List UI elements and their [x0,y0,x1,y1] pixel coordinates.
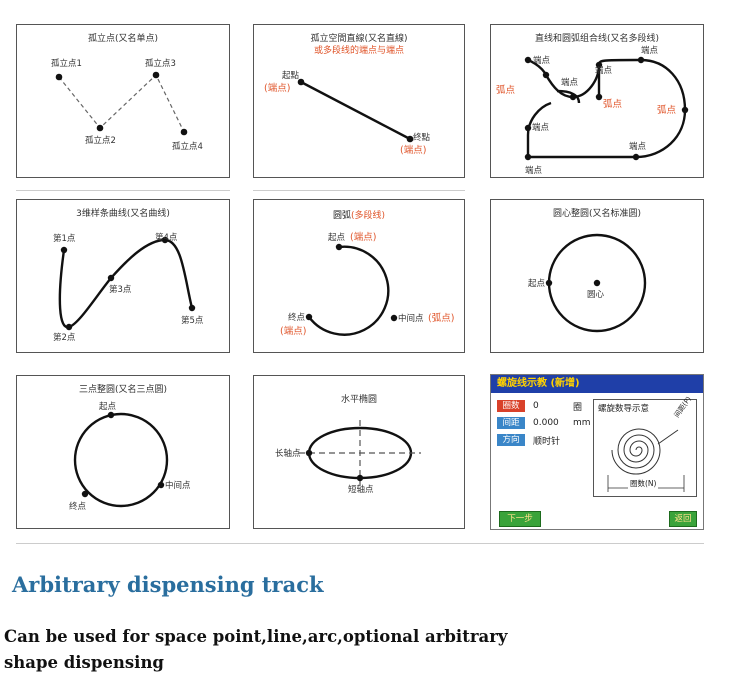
three-point-start-label: 起点 [99,402,117,412]
spline-point-5-label: 第5点 [181,315,204,326]
line-end-point [406,135,414,143]
pitch-value[interactable]: 0.000 [533,418,559,428]
isolated-points-diagram: 孤立点1 孤立点2 孤立点3 孤立点4 [51,58,203,152]
arc-title: 圆弧 [332,211,351,221]
spline-diagram: 第1点 第2点 第3点 第4点 第5点 [53,232,204,343]
arc-start-label: 起点 [328,233,346,243]
panel-arc: 圆弧(多段线) 起点 (端点) 终点 (端点) 中间点 (弧点) [253,199,465,353]
row-divider-2 [253,190,465,191]
section-description: Can be used for space point,line,arc,opt… [4,627,508,672]
ellipse-diagram: 长轴点 短轴点 [275,420,421,495]
center-circle-diagram: 起点 圆心 [528,233,647,333]
panel-title: 孤立空間直線(又名直線) [310,34,408,44]
panel-title: 圆弧(多段线) [254,208,464,221]
direction-value[interactable]: 顺时针 [533,436,561,447]
circle-start-label: 起点 [528,279,546,289]
panel-title: 三点整圆(又名三点圆) [78,385,168,395]
three-point-end-label: 终点 [69,501,87,512]
endpoint-label-6: 端点 [532,122,550,133]
back-button[interactable]: 返回 [669,511,697,527]
panel-title: 圆心整圆(又名标准圆) [552,209,642,219]
point-3 [152,71,160,79]
pitch-row: 间距 0.000 mm [497,417,591,429]
three-point-circle-diagram: 起点 中间点 终点 [69,402,191,512]
spline-point-3-label: 第3点 [109,284,132,295]
endpoint-label-7: 端点 [561,77,579,88]
end-note: (端点) [400,144,426,156]
panel-title: 孤立点(又名单点) [87,34,159,44]
arc-diagram: 起点 (端点) 终点 (端点) 中间点 (弧点) [280,231,454,337]
spiral-diagram-box: 螺旋数导示意 间距(P) 圈数(N) [593,395,697,497]
end-label: 终點 [413,132,431,143]
spiral-diagram-title: 螺旋数导示意 [598,404,650,414]
arc-mid-label: 中间点 [398,313,424,324]
short-axis-label: 短轴点 [348,484,374,495]
endpoint-label-5: 端点 [525,165,543,176]
line-diagram: 起點 (端点) 终點 (端点) [264,70,431,156]
turns-label[interactable]: 圈数 [497,400,525,412]
panel-subtitle: 或多段线的端点与端点 [313,46,404,56]
screen-title-bar: 螺旋线示教 (新增) [491,375,703,393]
panel-straight-line: 孤立空間直線(又名直線) 或多段线的端点与端点 起點 (端点) 终點 (端点) [253,24,465,178]
arc-label-3: 弧点 [657,104,677,116]
arc-label-2: 弧点 [603,98,623,110]
spline-point-1-label: 第1点 [53,233,76,244]
start-label: 起點 [282,70,300,81]
arc-end-note: (端点) [280,325,306,337]
panel-center-circle: 圆心整圆(又名标准圆) 起点 圆心 [490,199,704,353]
panel-title: 直线和圆弧组合线(又名多段线) [534,34,660,44]
pitch-label[interactable]: 间距 [497,417,525,429]
long-axis-label: 长轴点 [275,448,301,459]
start-note: (端点) [264,82,290,94]
section-heading: Arbitrary dispensing track [12,572,324,597]
endpoint-label-4: 端点 [629,141,647,152]
three-point-mid-label: 中间点 [165,480,191,491]
panel-spline: 3维样条曲线(又名曲线) 第1点 第2点 第3点 第4点 第5点 [16,199,230,353]
point-4 [180,128,188,136]
endpoint-label-2: 端点 [595,65,613,76]
turns-annotation: 圈数(N) [628,478,659,489]
arc-end-label: 终点 [288,312,306,323]
panel-title: 水平椭圆 [340,395,377,405]
point-1-label: 孤立点1 [51,58,82,69]
panel-three-point-circle: 三点整圆(又名三点圆) 起点 中间点 终点 [16,375,230,529]
line-start-point [297,78,305,86]
panel-isolated-points: 孤立点(又名单点) 孤立点1 孤立点2 孤立点3 孤立点4 [16,24,230,178]
next-step-button[interactable]: 下一步 [499,511,541,527]
panel-polyline: 直线和圆弧组合线(又名多段线) 端点 端点 端点 端点 端点 端点 端点 弧点 … [490,24,704,178]
panel-ellipse: 水平椭圆 长轴点 短轴点 [253,375,465,529]
point-2-label: 孤立点2 [85,135,116,146]
endpoint-label-3: 端点 [641,45,659,56]
row-divider-3 [16,543,704,544]
endpoint-label-1: 端点 [533,55,551,66]
direction-row: 方向 顺时针 [497,434,573,447]
arc-mid-note: (弧点) [428,312,454,324]
polyline-diagram: 端点 端点 端点 端点 端点 端点 端点 弧点 弧点 弧点 [496,45,689,176]
arc-title-note: (多段线) [350,211,386,221]
spline-point-2-label: 第2点 [53,332,76,343]
point-4-label: 孤立点4 [172,141,203,152]
point-2 [96,124,104,132]
spline-point-4-label: 第4点 [155,232,178,243]
arc-label-1: 弧点 [496,84,516,96]
panel-title: 3维样条曲线(又名曲线) [76,209,170,219]
turns-row: 圈数 0 圈 [497,400,583,413]
spiral-teach-screen: 螺旋线示教 (新增) 圈数 0 圈 间距 0.000 mm 方向 顺时针 螺旋数… [490,374,704,530]
turns-unit: 圈 [573,402,583,413]
row-divider-1 [16,190,230,191]
point-1 [55,73,63,81]
pitch-unit: mm [573,418,591,428]
turns-value[interactable]: 0 [533,401,539,411]
direction-label[interactable]: 方向 [497,434,525,446]
circle-center-label: 圆心 [587,290,605,300]
arc-start-note: (端点) [350,231,376,243]
point-3-label: 孤立点3 [145,58,176,69]
